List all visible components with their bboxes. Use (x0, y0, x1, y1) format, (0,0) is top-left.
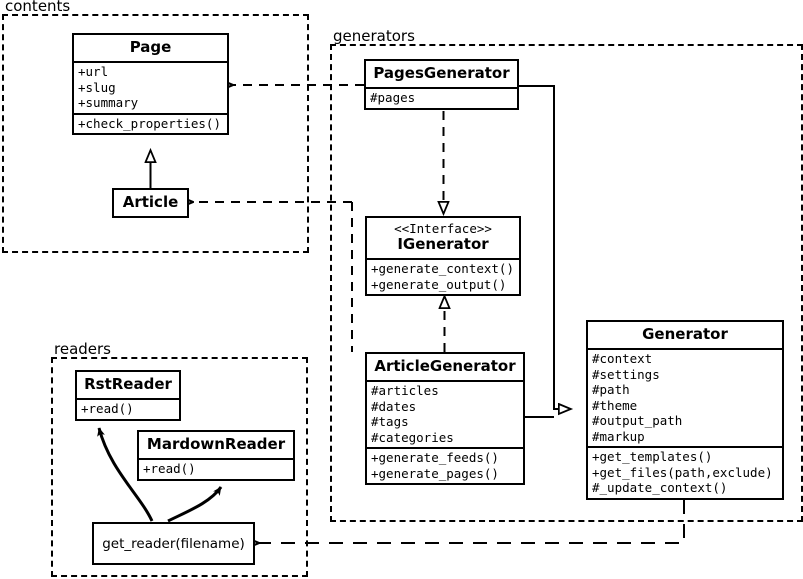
class-box-igenerator[interactable]: <<Interface>> IGenerator +generate_conte… (365, 216, 521, 296)
class-name-generator: Generator (642, 325, 728, 343)
class-name-page: Page (129, 38, 172, 56)
class-attributes-generator: #context #settings #path #theme #output_… (588, 348, 782, 446)
class-box-article-generator[interactable]: ArticleGenerator #articles #dates #tags … (365, 352, 525, 485)
package-contents-label: contents (4, 0, 73, 15)
package-contents (2, 14, 309, 253)
class-methods-article-generator: +generate_feeds() +generate_pages() (367, 447, 523, 483)
class-name-article-generator: ArticleGenerator (374, 357, 516, 375)
attribute-row: #categories (371, 429, 454, 445)
class-methods-mardown-reader: +read() (139, 458, 293, 479)
class-attributes-article-generator: #articles #dates #tags #categories (367, 380, 523, 447)
class-stereotype-igenerator: <<Interface>> IGenerator (367, 218, 519, 258)
class-methods-generator: +get_templates() +get_files(path,exclude… (588, 446, 782, 498)
attribute-row: #path (592, 382, 630, 397)
class-box-rst-reader[interactable]: RstReader +read() (75, 370, 181, 421)
method-row: +generate_pages() (371, 465, 499, 481)
class-attributes-pages-generator: #pages (366, 87, 517, 108)
method-row: +check_properties() (78, 115, 221, 131)
attribute-row: #dates (371, 398, 417, 414)
class-name-igenerator: IGenerator (397, 235, 489, 253)
class-box-mardown-reader[interactable]: MardownReader +read() (137, 430, 295, 481)
class-methods-igenerator: +generate_context() +generate_output() (367, 258, 519, 294)
class-box-generator[interactable]: Generator #context #settings #path #them… (586, 320, 784, 500)
class-name-mardown-reader: MardownReader (146, 435, 286, 453)
method-row: +generate_feeds() (371, 450, 499, 465)
attribute-row: #tags (371, 414, 409, 429)
class-attributes-page: +url +slug +summary (74, 61, 227, 113)
attribute-row: +summary (78, 95, 139, 110)
attribute-row: +slug (78, 79, 116, 95)
package-generators (330, 44, 803, 522)
attribute-row: #settings (592, 366, 660, 382)
method-row: +read() (81, 401, 134, 416)
class-name-pages-generator: PagesGenerator (373, 64, 510, 82)
package-generators-label: generators (332, 27, 417, 45)
class-methods-page: +check_properties() (74, 112, 227, 134)
attribute-row: #theme (592, 397, 638, 413)
method-row: +generate_context() (371, 261, 514, 276)
function-label-get-reader: get_reader(filename) (102, 535, 245, 552)
class-box-page[interactable]: Page +url +slug +summary +check_properti… (72, 33, 229, 135)
package-readers (51, 357, 308, 577)
attribute-row: +url (78, 64, 109, 79)
class-name-article: Article (122, 193, 179, 211)
class-methods-rst-reader: +read() (77, 398, 179, 419)
attribute-row: #markup (592, 428, 645, 444)
method-row: +get_templates() (592, 449, 713, 464)
class-box-article[interactable]: Article (112, 188, 189, 218)
method-row: +get_files(path,exclude) (592, 464, 773, 480)
function-box-get-reader[interactable]: get_reader(filename) (92, 522, 255, 565)
method-row: #_update_context() (592, 480, 728, 495)
method-row: +generate_output() (371, 276, 507, 292)
method-row: +read() (143, 461, 196, 476)
class-box-pages-generator[interactable]: PagesGenerator #pages (364, 59, 519, 110)
class-name-rst-reader: RstReader (84, 375, 172, 393)
attribute-row: #output_path (592, 413, 683, 428)
attribute-row: #pages (370, 90, 416, 105)
attribute-row: #context (592, 351, 653, 366)
attribute-row: #articles (371, 383, 439, 398)
package-readers-label: readers (53, 340, 113, 358)
